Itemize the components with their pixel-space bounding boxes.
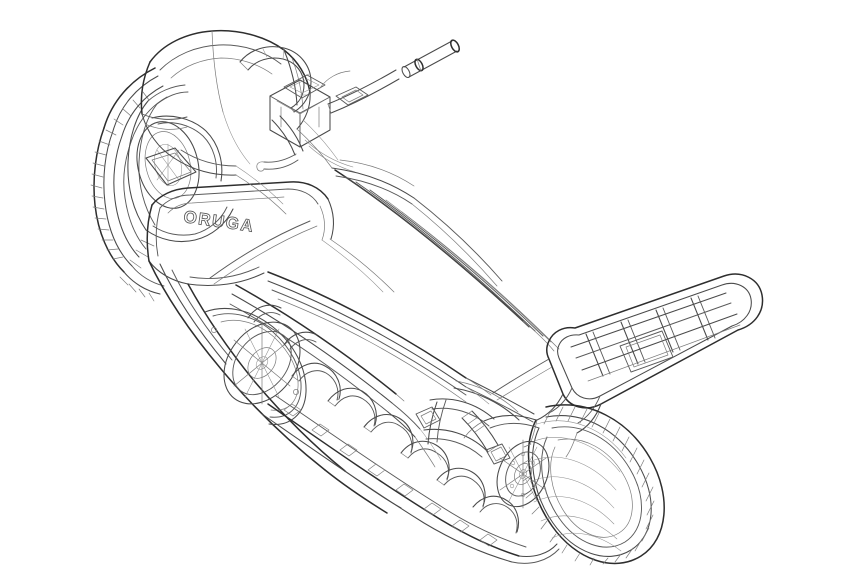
grab-handle	[239, 46, 312, 113]
handlebar-grip	[401, 39, 460, 79]
drive-sprocket	[223, 321, 301, 405]
misc-detail-lines	[235, 119, 492, 468]
handlebar-assembly	[256, 69, 400, 173]
rear-wheel	[463, 404, 665, 566]
rear-luggage-rack	[492, 273, 764, 458]
side-body-panel	[146, 181, 334, 287]
spine-frame	[267, 159, 560, 423]
front-track-assembly	[90, 67, 234, 302]
track-cleats	[247, 304, 560, 564]
front-fairing	[140, 29, 311, 176]
